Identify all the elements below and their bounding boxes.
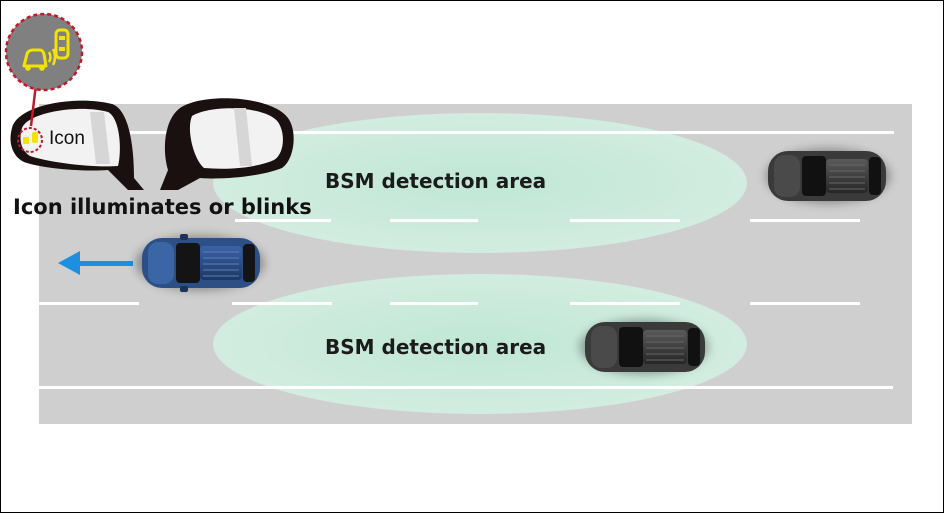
other-car-upper [766, 149, 890, 203]
left-mirror [10, 100, 144, 190]
edge-line-bottom [39, 386, 893, 389]
host-car [136, 234, 264, 292]
detection-zone-lower [213, 274, 747, 414]
direction-arrow-icon [58, 251, 133, 275]
icon-label: Icon [49, 128, 85, 149]
callout-line [29, 83, 38, 127]
lane-dashes-upper [235, 219, 860, 222]
bsm-indicator-small-icon [23, 132, 38, 144]
detection-zone-upper [213, 113, 747, 253]
bsm-indicator-icon [4, 12, 84, 92]
callout-ring-small [17, 127, 43, 153]
detection-area-label-upper: BSM detection area [325, 169, 547, 193]
lane-dashes-lower [39, 302, 860, 305]
caption: Icon illuminates or blinks [13, 195, 312, 219]
detection-area-label-lower: BSM detection area [325, 335, 547, 359]
other-car-lower [580, 320, 708, 374]
edge-line-top [118, 131, 894, 134]
right-mirror [160, 98, 294, 190]
